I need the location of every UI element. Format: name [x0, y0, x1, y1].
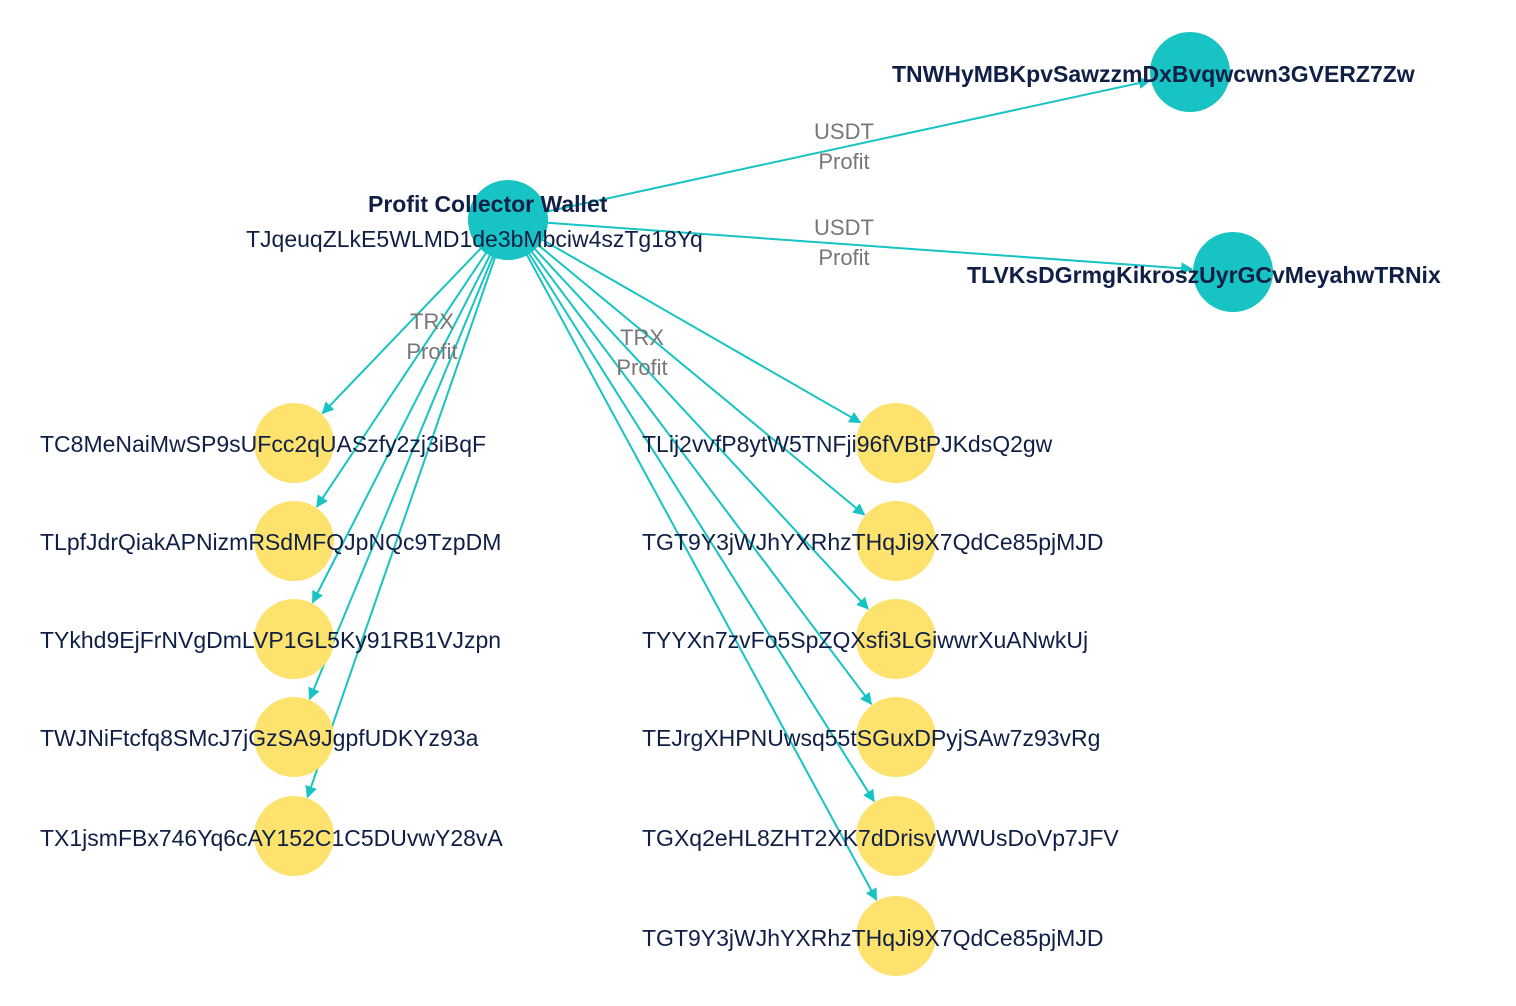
edge-to-usdt-node-1 [541, 77, 1151, 214]
trx-right-node-label-2: TGT9Y3jWJhYXRhzTHqJi9X7QdCe85pjMJD [642, 529, 1104, 555]
edge-to-trx-right-node-6 [523, 249, 878, 901]
usdt-node-1[interactable] [1150, 32, 1230, 112]
usdt-node-label-2: TLVKsDGrmgKikroszUyrGCvMeyahwTRNix [967, 262, 1441, 288]
trx-right-node-label-5: TGXq2eHL8ZHT2XK7dDrisvWWUsDoVp7JFV [642, 825, 1119, 851]
trx-right-node-5[interactable] [856, 796, 936, 876]
edge-to-trx-left-node-3 [311, 249, 494, 604]
trx-left-node-2[interactable] [254, 501, 334, 581]
usdt-node-2[interactable] [1193, 232, 1273, 312]
trx-right-node-3[interactable] [856, 599, 936, 679]
trx-left-node-3[interactable] [254, 599, 334, 679]
hub-title: Profit Collector Wallet [368, 191, 608, 217]
trx-left-node-label-2: TLpfJdrQiakAPNizmRSdMFQJpNQc9TzpDM [40, 529, 502, 555]
trx-left-node-4[interactable] [254, 697, 334, 777]
edge-to-trx-right-node-1 [536, 236, 862, 424]
edge-to-trx-right-node-2 [533, 240, 866, 516]
trx-right-node-2[interactable] [856, 501, 936, 581]
trx-left-node-label-4: TWJNiFtcfq8SMcJ7jGzSA9JgpfUDKYz93a [40, 725, 479, 751]
trx-left-node-label-1: TC8MeNaiMwSP9sUFcc2qUASzfy2zj3iBqF [40, 431, 487, 457]
trx-right-node-6[interactable] [856, 896, 936, 976]
trx-left-node-5[interactable] [254, 796, 334, 876]
trx-right-node-4[interactable] [856, 697, 936, 777]
trx-left-node-label-3: TYkhd9EjFrNVgDmLVP1GL5Ky91RB1VJzpn [40, 627, 502, 653]
hub-address: TJqeuqZLkE5WLMD1de3bMbciw4szTg18Yq [246, 226, 703, 252]
trx-right-node-label-6: TGT9Y3jWJhYXRhzTHqJi9X7QdCe85pjMJD [642, 925, 1104, 951]
trx-right-node-label-4: TEJrgXHPNUwsq55tSGuxDPyjSAw7z93vRg [642, 725, 1101, 751]
edge-to-trx-right-node-4 [527, 246, 873, 706]
hub-node[interactable] [468, 180, 548, 260]
edge-to-trx-left-node-4 [308, 251, 496, 701]
trx-right-node-label-1: TLij2vvfP8ytW5TNFji96fVBtPJKdsQ2gw [642, 431, 1053, 457]
edge-to-trx-right-node-3 [530, 244, 869, 610]
edge-to-usdt-node-2 [541, 221, 1194, 275]
trx-right-node-1[interactable] [856, 403, 936, 483]
trx-left-node-label-5: TX1jsmFBx746Yq6cAY152C1C5DUvwY28vA [40, 825, 503, 851]
trx-left-node-1[interactable] [254, 403, 334, 483]
edge-to-trx-left-node-1 [321, 243, 486, 415]
edge-to-trx-left-node-2 [315, 247, 490, 508]
edge-to-trx-right-node-5 [525, 248, 875, 803]
usdt-node-label-1: TNWHyMBKpvSawzzmDxBvqwcwn3GVERZ7Zw [892, 61, 1415, 87]
trx-right-node-label-3: TYYXn7zvFo5SpZQXsfi3LGiwwrXuANwkUj [642, 627, 1089, 653]
edge-to-trx-left-node-5 [305, 251, 498, 799]
